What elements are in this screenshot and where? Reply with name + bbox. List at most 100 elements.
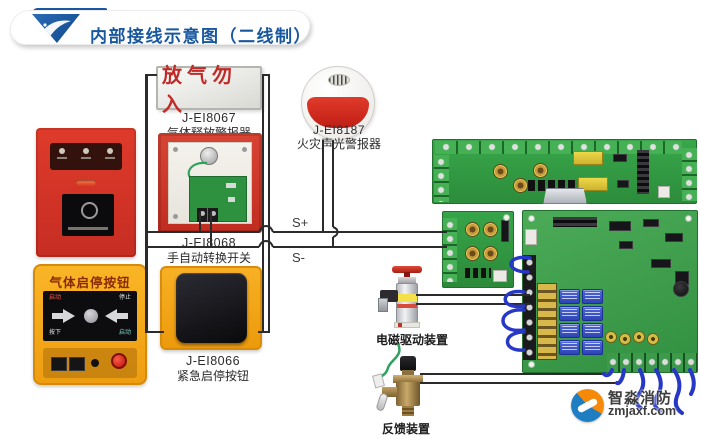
panel-label-press: 按下	[49, 330, 62, 336]
gas-start-stop-button: 气体启停按钮 启动 停止 按下 启动	[33, 264, 147, 385]
reset-button	[111, 353, 127, 369]
manual-auto-switch-label: J-EI8068 手自动转换开关	[152, 236, 266, 265]
model-number: J-EI8066	[185, 354, 241, 368]
emergency-button-label: J-EI8066 紧急启停按钮	[156, 354, 270, 383]
switch-knob	[200, 147, 218, 165]
pcb-relay-board	[522, 210, 698, 373]
yellow-relay	[573, 151, 603, 165]
inductor-toroid	[619, 333, 631, 345]
lever-handle	[375, 392, 389, 412]
wire-alarm-sminus	[332, 237, 334, 247]
bus-s-minus	[273, 246, 447, 248]
solenoid-body	[396, 283, 418, 323]
wire-sign-right-stub	[262, 74, 270, 76]
terminal-block	[197, 208, 207, 222]
inductor-toroid	[483, 246, 498, 261]
screw-icon	[173, 147, 178, 152]
terminal-column	[682, 148, 697, 201]
relay	[559, 323, 580, 338]
inductor-toroid	[533, 163, 548, 178]
fire-alarm-label: J-EI8187 火灾声光警报器	[293, 123, 385, 151]
wire-emergency-right	[258, 331, 270, 333]
terminal-column	[443, 218, 457, 282]
wire-alarm-splus	[322, 140, 324, 232]
body-label-stripe	[397, 304, 417, 308]
gas-discharge-warning-sign: 放气勿入	[156, 65, 262, 116]
pcb-component	[228, 197, 235, 202]
inductor-toroid	[513, 178, 528, 193]
terminal-block	[69, 357, 85, 371]
ic-chip	[609, 221, 631, 231]
brass-body	[396, 382, 420, 406]
led-indicator	[105, 148, 115, 159]
threaded-nipple	[402, 406, 414, 416]
bus-s-plus	[146, 231, 259, 233]
panel-label-activate: 启动	[118, 330, 131, 336]
model-number: J-EI8067	[181, 111, 237, 125]
right-arrow-icon	[63, 309, 75, 323]
wire-right-riser-1	[262, 74, 264, 333]
switch-face	[168, 142, 252, 224]
device-name: 紧急启停按钮	[176, 368, 249, 383]
buzzer-hole	[91, 359, 99, 367]
wire-solenoid-2	[416, 303, 530, 305]
mounting-hole	[685, 215, 692, 222]
ic-chip	[613, 154, 627, 162]
bus-s-minus	[146, 246, 259, 248]
relay	[582, 323, 603, 338]
red-handle	[392, 266, 422, 273]
relay	[559, 289, 580, 304]
ic-chip	[643, 219, 659, 227]
terminal-row	[435, 141, 682, 154]
brand-emblem-icon	[81, 202, 98, 219]
ic-chip	[617, 180, 629, 188]
base-plate	[394, 322, 420, 328]
pcb-terminal-board	[432, 139, 697, 204]
feedback-device	[375, 356, 430, 418]
white-connector	[493, 270, 507, 282]
page-title: 内部接线示意图（二线制）	[90, 27, 312, 46]
terminal-column	[434, 155, 449, 202]
sign-text: 放气勿入	[162, 65, 237, 116]
contact-strip	[537, 283, 557, 360]
hex-shoulder	[393, 375, 423, 383]
pcb-loop-board	[442, 211, 514, 288]
protective-cover	[176, 273, 247, 343]
title-banner: 内部接线示意图（二线制）	[8, 8, 312, 46]
key-slot	[76, 180, 96, 186]
left-arrow-icon	[105, 309, 117, 323]
fire-alarm-sounder	[301, 66, 375, 140]
inductor-toroid	[605, 331, 617, 343]
pcb-component	[226, 183, 236, 188]
ic-chip	[651, 259, 671, 268]
gas-button-title: 气体启停按钮	[49, 276, 131, 290]
ic-chip	[501, 220, 509, 242]
right-arrow-icon	[52, 313, 63, 319]
center-button	[84, 309, 98, 323]
ic-chip	[665, 233, 683, 242]
fire-control-panel	[36, 128, 136, 257]
display-window	[62, 194, 114, 236]
wire-feedback-2	[420, 382, 618, 384]
wire-switch-sminus	[210, 212, 212, 247]
terminal-block	[208, 208, 218, 222]
device-name: 火灾声光警报器	[296, 137, 381, 152]
panel-label-stop: 停止	[118, 295, 131, 301]
side-spout	[382, 387, 397, 397]
side-connector	[378, 298, 388, 312]
relay	[559, 340, 580, 355]
led-indicator	[81, 148, 91, 159]
led-strip	[50, 143, 122, 170]
indicator-dot	[398, 323, 402, 327]
ic-chip	[619, 241, 633, 249]
model-number: J-EI8068	[181, 236, 237, 250]
pin-header	[553, 217, 597, 227]
bus-s-plus	[273, 231, 447, 233]
wire-feedback-1	[420, 373, 606, 375]
handle-post	[404, 272, 410, 278]
terminal-block	[51, 357, 67, 371]
device-name: 手自动转换开关	[166, 250, 251, 265]
strobe-lens	[307, 97, 369, 128]
screw-icon	[173, 214, 178, 219]
